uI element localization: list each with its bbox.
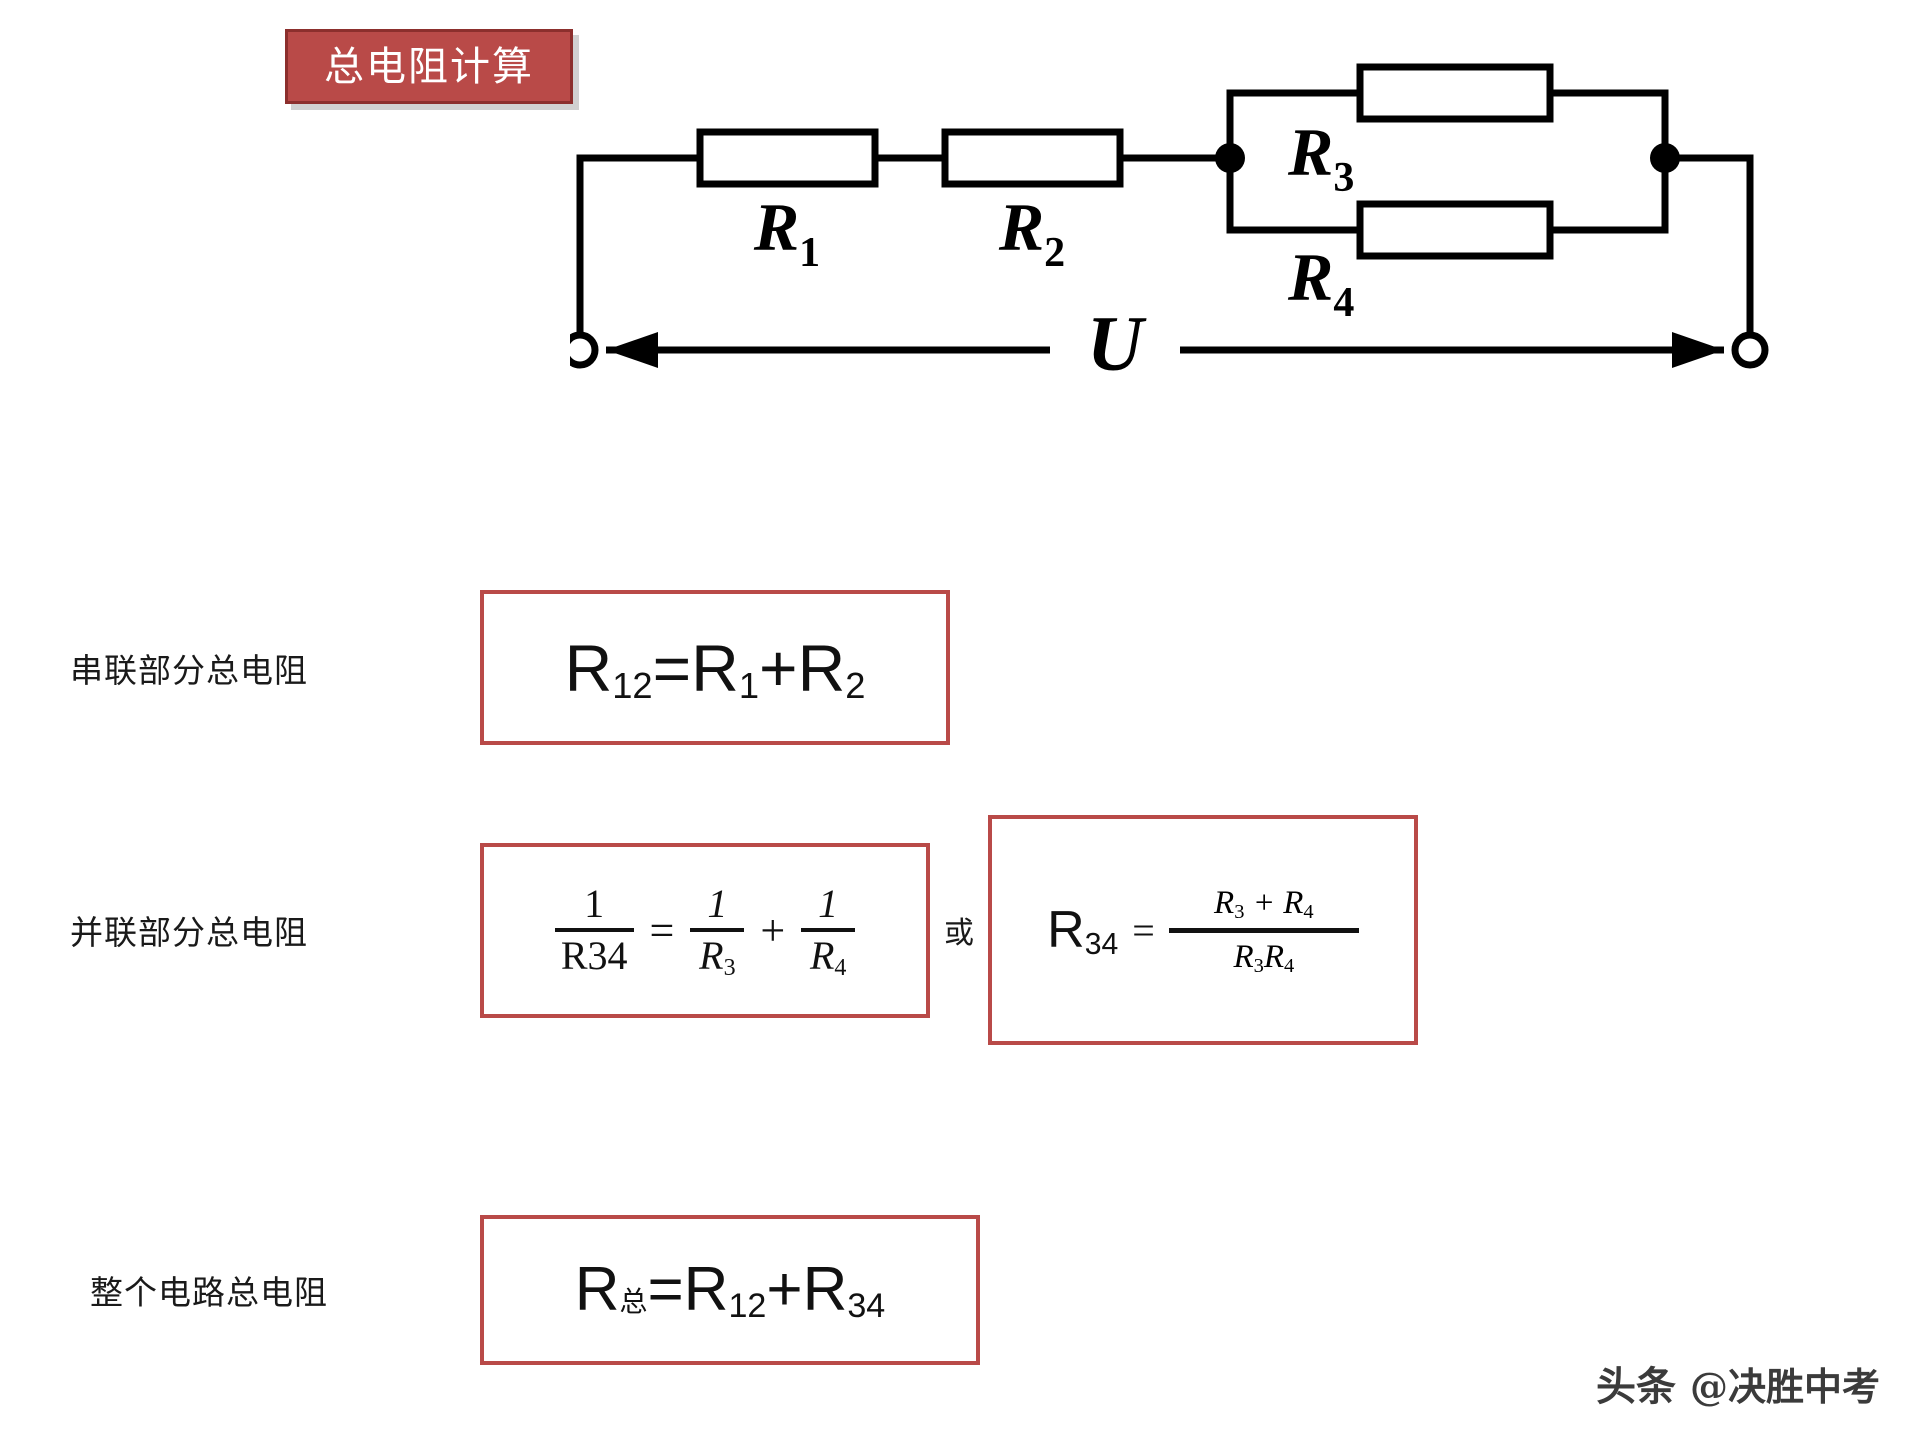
connector-or: 或 [944,916,974,951]
fraction-1-over-r4: 1 R4 [801,883,856,981]
fraction-1-over-r34: 1 R34 [554,883,634,977]
page-title-banner: 总电阻计算 [285,29,573,104]
formula-box-r12: R12=R1+R2 [480,590,950,745]
equals-sign: = [649,905,675,955]
equals-sign-alt: = [1132,907,1155,953]
arrow-head-left [606,332,658,368]
row-label-parallel: 并联部分总电阻 [70,913,308,952]
formula-reciprocal: 1 R34 = 1 R3 + 1 R4 [554,883,856,981]
resistor-label-r3: R3 [1287,114,1354,201]
watermark: 头条 @决胜中考 [1596,1354,1880,1412]
fraction-numerator: R3 + R4 [1214,884,1314,923]
junction-dot-left [1215,143,1245,173]
formula-r34-alt: R34 = R3 + R4 R3R4 [992,879,1414,982]
formula-r34-lhs: R34 [1047,901,1119,961]
row-label-series: 串联部分总电阻 [70,650,308,690]
resistor-label-r2: R2 [998,189,1065,276]
fraction-1-over-r3: 1 R3 [690,883,745,981]
formula-box-r34-alt: R34 = R3 + R4 R3R4 [988,815,1418,1045]
resistor-label-r1: R1 [753,189,820,276]
voltage-source-label: U [1087,300,1147,387]
terminal-right [1731,331,1769,369]
watermark-brand: 头条 [1595,1363,1676,1410]
circuit-diagram: R1 R2 R3 R4 U [561,60,1800,420]
formula-r12: R12=R1+R2 [564,630,866,707]
plus-sign: + [760,905,786,955]
terminal-left [561,331,599,369]
page-title: 总电阻计算 [324,43,534,90]
junction-dot-right [1650,143,1680,173]
fraction-r34: R3 + R4 R3R4 [1168,879,1359,982]
watermark-handle: @决胜中考 [1689,1363,1880,1409]
resistor-label-r4: R4 [1287,239,1354,326]
fraction-denominator: R3R4 [1233,938,1295,977]
arrow-head-right [1672,332,1724,368]
formula-row-parallel: 并联部分总电阻 1 R34 = 1 R3 + 1 R4 [70,815,1418,1045]
row-label-total: 整个电路总电阻 [90,1273,328,1312]
formula-box-reciprocal: 1 R34 = 1 R3 + 1 R4 [480,842,930,1018]
formula-row-series: 串联部分总电阻 R12=R1+R2 [70,590,950,745]
